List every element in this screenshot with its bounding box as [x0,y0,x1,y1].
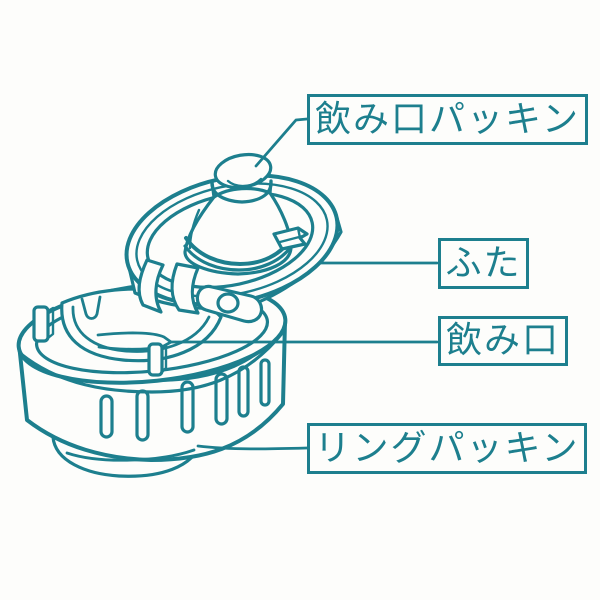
leader-lines [169,117,439,451]
spout-gasket-cap-seam [226,177,263,188]
label-ring-gasket-text: リングパッキン [314,427,580,469]
label-lid-text: ふた [445,242,522,284]
spout-gasket-cone-contour-left [188,208,201,250]
label-spout-text: 飲み口 [445,320,560,361]
spout-vent-notch [80,295,102,320]
label-spout: 飲み口 [438,316,568,366]
rim-clip-center [147,342,164,377]
base-rim-bead [19,329,286,394]
spout-gasket-mid-side-right [268,179,273,195]
rim-clip-center-side [160,343,168,374]
grip-groove [237,365,250,418]
grip-groove [180,380,195,434]
spout-gasket-band-upper [184,236,292,266]
drinking-spout-lip [96,331,173,351]
hinge-strap-right [170,262,200,315]
grip-groove [214,372,229,426]
drinking-spout-inner [71,305,211,353]
lid-latch-tab-edge [278,226,305,244]
hinge-pivot-hole [216,292,240,314]
spout-gasket-mid-side-left [210,180,216,199]
grip-groove [99,394,114,439]
label-ring-gasket: リングパッキン [307,423,587,474]
rim-clip-left-side [46,306,55,340]
hinge-drawing [137,258,264,324]
label-spout-gasket: 飲み口パッキン [307,94,588,145]
label-lid: ふた [438,238,529,289]
leader-line-spout-gasket [254,117,309,168]
label-spout-gasket-text: 飲み口パッキン [315,98,580,140]
grip-groove [259,358,271,407]
ring-gasket-seam [65,448,196,462]
leader-line-ring-gasket [196,444,309,451]
hinge-strap-left [137,258,165,314]
spout-gasket-band-lower [183,244,292,272]
grip-groove [135,389,150,442]
rim-clip-left [32,305,50,343]
